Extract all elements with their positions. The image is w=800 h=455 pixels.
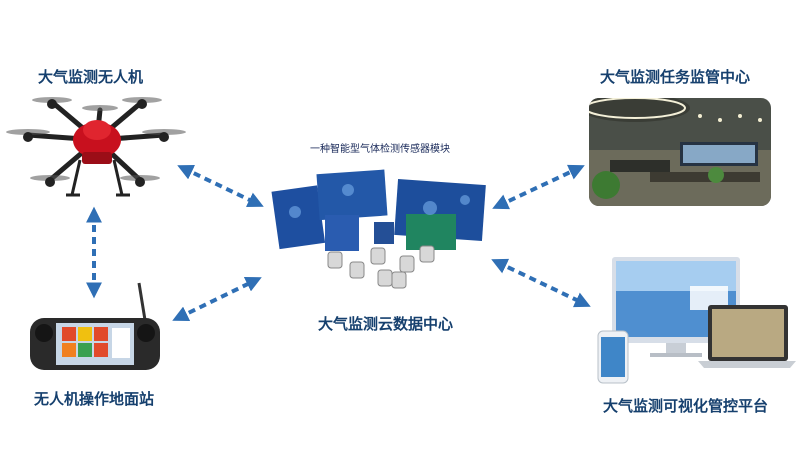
command-center-label: 大气监测任务监管中心 — [600, 68, 751, 86]
arrow-drone-cloud — [177, 164, 264, 208]
arrow-cloud-command — [492, 164, 585, 210]
drone-label: 大气监测无人机 — [38, 68, 144, 86]
arrow-ground-cloud — [172, 277, 262, 321]
sensor-module-title: 一种智能型气体检测传感器模块 — [310, 144, 450, 155]
ground-station-label: 无人机操作地面站 — [34, 390, 155, 408]
arrow-cloud-visual — [491, 258, 591, 308]
visual-platform-label: 大气监测可视化管控平台 — [603, 397, 769, 415]
cloud-center-label: 大气监测云数据中心 — [318, 315, 454, 333]
